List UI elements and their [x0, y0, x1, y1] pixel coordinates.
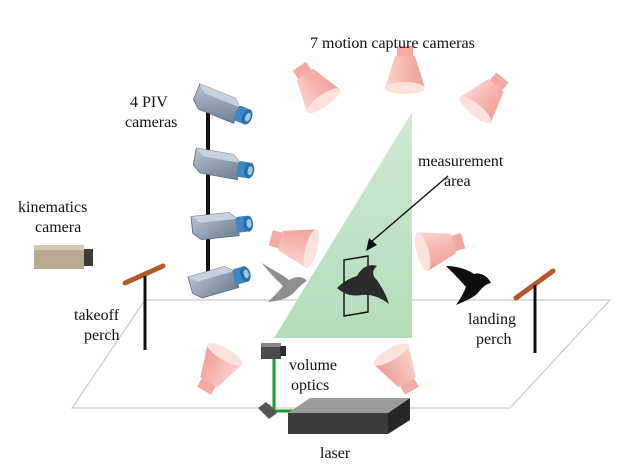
volume-optics-label: volume — [289, 357, 337, 374]
motion-capture-camera-icon — [186, 339, 246, 401]
takeoff-perch — [122, 263, 166, 350]
bird-icon — [446, 266, 491, 305]
bird-icon — [262, 263, 307, 302]
piv-cameras-label: 4 PIV — [130, 94, 168, 111]
piv-camera-icon — [190, 209, 255, 241]
floor-plane — [70, 299, 612, 409]
motion-cameras-label: 7 motion capture cameras — [310, 35, 475, 52]
takeoff-perch-label: takeoff — [74, 307, 120, 324]
measurement-arrow — [370, 175, 449, 243]
measurement-area — [343, 255, 369, 317]
kinematics-camera-label: kinematics — [18, 199, 87, 216]
kinematics-camera-icon — [34, 245, 93, 269]
laser-label: laser — [320, 445, 351, 462]
landing-perch — [513, 268, 556, 353]
motion-capture-camera-icon — [265, 218, 323, 270]
motion-capture-camera-icon — [411, 221, 469, 273]
beam-mirror — [258, 402, 277, 419]
takeoff-perch-label: perch — [84, 327, 120, 344]
volume-optics — [261, 343, 286, 359]
laser-unit — [288, 398, 410, 434]
motion-capture-camera-icon — [456, 64, 518, 128]
motion-capture-camera-icon — [282, 54, 344, 118]
measurement-area-label: measurement — [418, 153, 504, 170]
volume-optics-label: optics — [291, 377, 329, 394]
bird-icon — [337, 265, 389, 304]
piv-camera-stand — [206, 100, 210, 296]
landing-perch-label: perch — [476, 331, 512, 348]
motion-capture-camera-icon — [385, 46, 425, 94]
landing-perch-label: landing — [468, 311, 516, 328]
piv-cameras-label: cameras — [125, 114, 177, 131]
measurement-area-label: area — [444, 173, 471, 190]
piv-camera-icon — [190, 83, 257, 130]
piv-camera-icon — [187, 259, 254, 301]
piv-camera-icon — [191, 147, 257, 183]
motion-capture-camera-icon — [370, 339, 430, 401]
kinematics-camera-label: camera — [35, 219, 81, 236]
measurement-arrowhead — [366, 238, 377, 251]
